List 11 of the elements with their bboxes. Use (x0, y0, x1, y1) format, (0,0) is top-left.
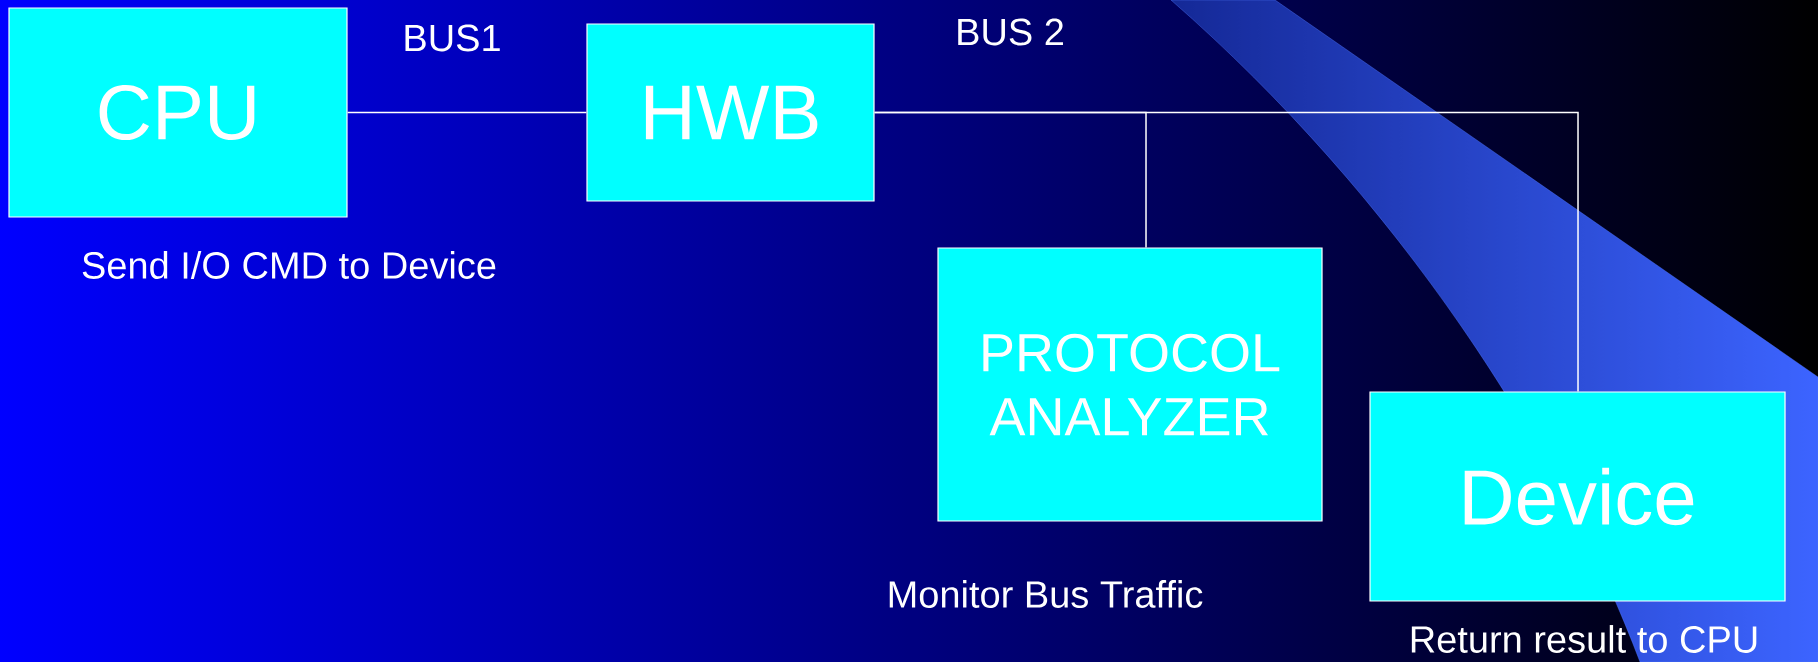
bus-label: BUS1 (405, 24, 500, 52)
node-label: Send I/O CMD to Device (82, 251, 496, 279)
connector-line (873, 111, 1579, 393)
node-label: Return result to CPU (1411, 625, 1757, 653)
bus-label: BUS 2 (958, 18, 1063, 46)
connector-line (346, 111, 588, 114)
process-box: PROTOCOL ANALYZER (937, 247, 1323, 522)
process-box: Device (1369, 391, 1786, 602)
process-box: HWB (586, 23, 875, 202)
process-box: CPU (8, 7, 348, 218)
node-label: Monitor Bus Traffic (889, 580, 1203, 608)
